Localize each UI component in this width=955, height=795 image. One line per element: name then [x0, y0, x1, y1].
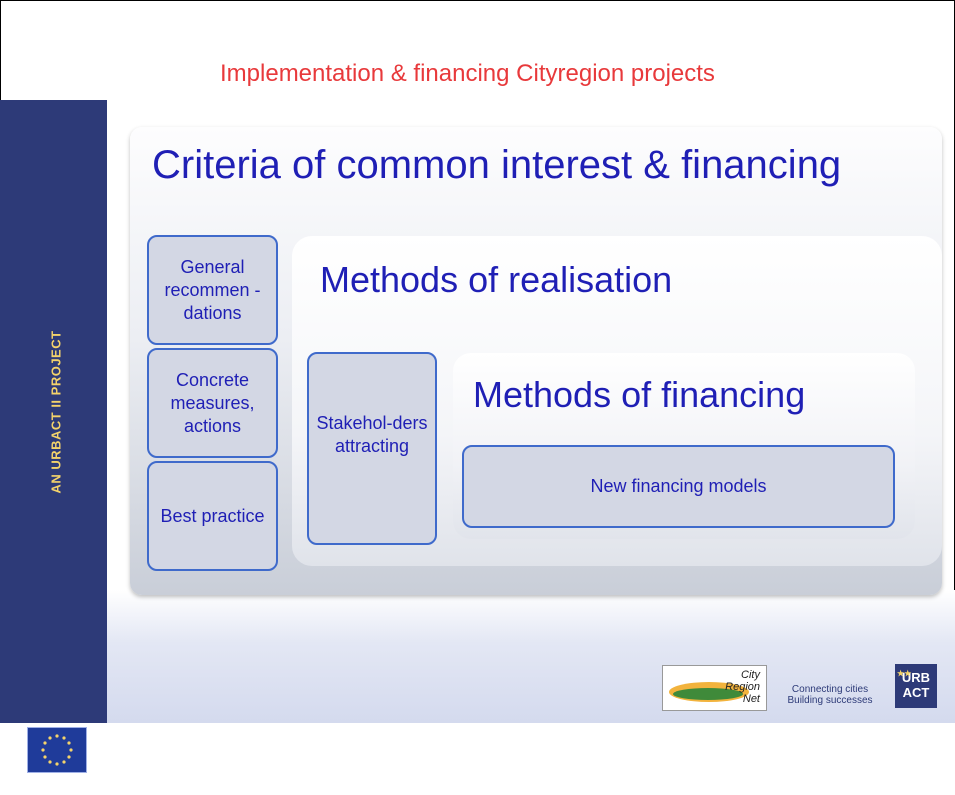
side-item-label: General recommen -dations	[164, 256, 261, 323]
project-label: AN URBACT II PROJECT	[48, 330, 64, 494]
stakeholders-label: Stakehol-ders attracting	[316, 413, 428, 456]
new-financing-label: New financing models	[590, 476, 767, 496]
eu-flag-icon	[27, 727, 87, 773]
side-item-concrete-measures: Concrete measures, actions	[147, 348, 278, 458]
side-item-best-practice: Best practice	[147, 461, 278, 571]
urbact-logo: ★★ URB ACT	[895, 664, 937, 708]
stakeholders-box: Stakehol-ders attracting	[307, 352, 437, 545]
sidebar: AN URBACT II PROJECT European Union	[0, 100, 107, 787]
bottom-band	[107, 590, 955, 723]
side-item-label: Best practice	[160, 505, 265, 526]
side-item-general-recommendations: General recommen -dations	[147, 235, 278, 345]
urbact-logo-text: URB ACT	[901, 670, 931, 700]
crn-logo-text: City Region Net	[725, 669, 760, 705]
eu-logo: European Union	[20, 727, 92, 795]
eu-label: European Union	[21, 777, 91, 787]
outer-title: Criteria of common interest & financing	[152, 143, 842, 187]
inner-title: Methods of financing	[473, 374, 806, 415]
tagline: Connecting cities Building successes	[787, 684, 873, 706]
crn-swoosh-icon	[673, 688, 743, 700]
stars-icon: ★★	[897, 669, 912, 678]
eu-stars-icon	[41, 734, 73, 766]
slide-title: Implementation & financing Cityregion pr…	[220, 60, 715, 87]
side-item-label: Concrete measures, actions	[170, 369, 255, 436]
cityregion-net-logo: City Region Net	[662, 665, 767, 711]
middle-title: Methods of realisation	[320, 259, 673, 300]
new-financing-box: New financing models	[462, 445, 895, 528]
